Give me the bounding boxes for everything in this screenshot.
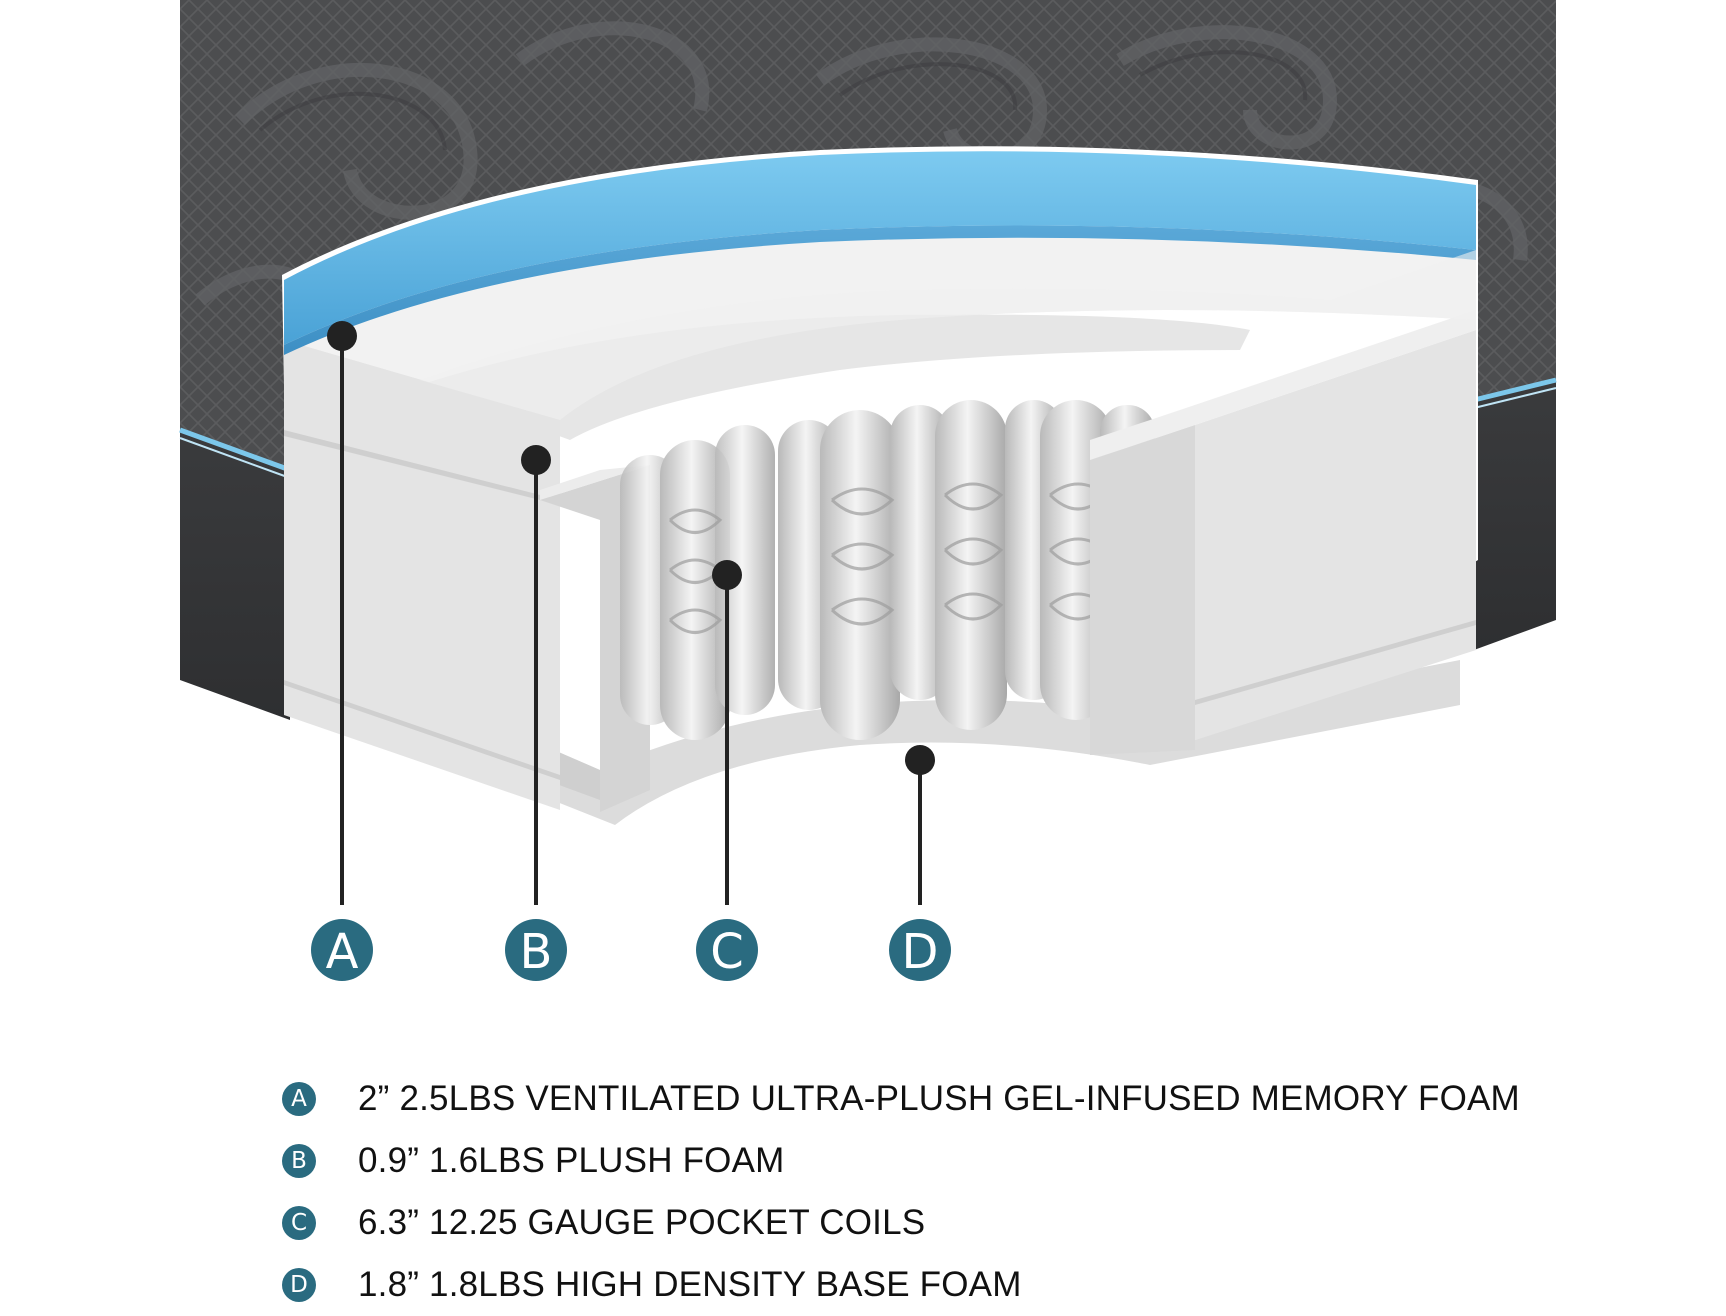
- legend-item-b: B 0.9” 1.6LBS PLUSH FOAM: [282, 1130, 1682, 1192]
- legend-item-a: A 2” 2.5LBS VENTILATED ULTRA-PLUSH GEL-I…: [282, 1068, 1682, 1130]
- callout-dots: [327, 321, 935, 775]
- svg-text:C: C: [710, 924, 744, 980]
- layer-a-gel-foam: [284, 151, 1476, 420]
- legend-text-a: 2” 2.5LBS VENTILATED ULTRA-PLUSH GEL-INF…: [358, 1079, 1520, 1118]
- legend-item-c: C 6.3” 12.25 GAUGE POCKET COILS: [282, 1192, 1682, 1254]
- legend-text-c: 6.3” 12.25 GAUGE POCKET COILS: [358, 1203, 926, 1242]
- callout-badge-c: C: [696, 919, 758, 981]
- legend-badge-c: C: [282, 1206, 316, 1240]
- legend-badge-b: B: [282, 1144, 316, 1178]
- legend-badge-a: A: [282, 1082, 316, 1116]
- svg-text:D: D: [902, 924, 939, 980]
- pocket-coils: [620, 400, 1155, 740]
- right-foam-block: [1090, 310, 1476, 755]
- callout-badge-d: D: [889, 919, 951, 981]
- legend-text-d: 1.8” 1.8LBS HIGH DENSITY BASE FOAM: [358, 1265, 1022, 1304]
- svg-text:B: B: [520, 924, 553, 980]
- legend-item-d: D 1.8” 1.8LBS HIGH DENSITY BASE FOAM: [282, 1254, 1682, 1316]
- svg-text:A: A: [326, 924, 359, 980]
- mattress-side-fabric: [179, 377, 1557, 720]
- callout-badge-a: A: [311, 919, 373, 981]
- callout-badge-b: B: [505, 919, 567, 981]
- legend-text-b: 0.9” 1.6LBS PLUSH FOAM: [358, 1141, 785, 1180]
- layer-legend: A 2” 2.5LBS VENTILATED ULTRA-PLUSH GEL-I…: [282, 1068, 1682, 1316]
- callout-lines: [340, 336, 922, 905]
- legend-badge-d: D: [282, 1268, 316, 1302]
